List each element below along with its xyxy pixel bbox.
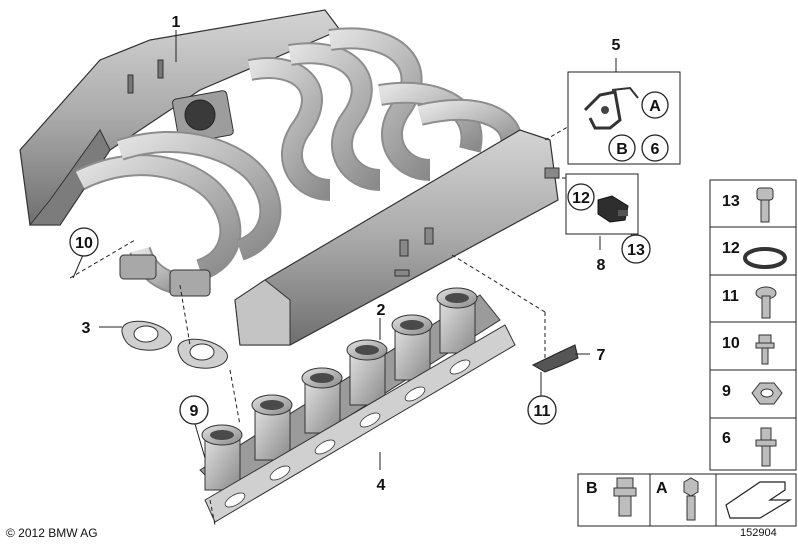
- callout-b: B: [616, 141, 628, 158]
- o-ring-12-icon: [743, 247, 787, 269]
- callout-8: 8: [597, 257, 606, 274]
- callout-circles: [69, 91, 669, 425]
- gasket-pair: [121, 320, 228, 369]
- nut-9-icon: [751, 382, 783, 405]
- long-gasket: [204, 324, 516, 523]
- panel-label-a: A: [656, 480, 668, 497]
- bolt-b-icon: [613, 477, 637, 517]
- screw-13-icon: [756, 187, 774, 223]
- callout-labels: 1 2 3 4 5 7 8 9 10 11 12 13 A B 6: [75, 14, 661, 494]
- callout-7: 7: [597, 347, 606, 364]
- stud-6-icon: [755, 427, 777, 467]
- callout-6: 6: [651, 141, 660, 158]
- callout-12: 12: [572, 190, 590, 207]
- arrow-logo-icon: [721, 479, 793, 521]
- callout-5: 5: [612, 37, 621, 54]
- copyright-text: © 2012 BMW AG: [6, 526, 98, 540]
- callout-9: 9: [190, 403, 199, 420]
- panel-label-b: B: [586, 480, 598, 497]
- panel-label-13: 13: [722, 193, 740, 210]
- leader-lines: [69, 30, 634, 526]
- stud-10-icon: [755, 334, 775, 365]
- callout-1: 1: [172, 14, 181, 31]
- bolt-a-icon: [683, 477, 699, 521]
- callout-a: A: [649, 98, 661, 115]
- panel-label-11: 11: [722, 288, 739, 305]
- callout-2: 2: [377, 302, 386, 319]
- parts-panel-labels: 13 12 11 10 9 6 B A: [586, 193, 740, 497]
- intake-manifold: [19, 9, 560, 346]
- panel-label-10: 10: [722, 335, 740, 352]
- panel-label-6: 6: [722, 430, 731, 447]
- callout-11: 11: [534, 403, 551, 420]
- callout-3: 3: [82, 320, 91, 337]
- parts-panel: [577, 179, 797, 527]
- runner-flange-row: [199, 287, 501, 496]
- callout-4: 4: [377, 477, 386, 494]
- screw-11-icon: [755, 286, 777, 319]
- panel-label-12: 12: [722, 240, 740, 257]
- panel-label-9: 9: [722, 383, 731, 400]
- callout-13: 13: [627, 242, 645, 259]
- callout-10: 10: [75, 235, 93, 252]
- bracket: [531, 344, 579, 373]
- document-number: 152904: [740, 527, 777, 539]
